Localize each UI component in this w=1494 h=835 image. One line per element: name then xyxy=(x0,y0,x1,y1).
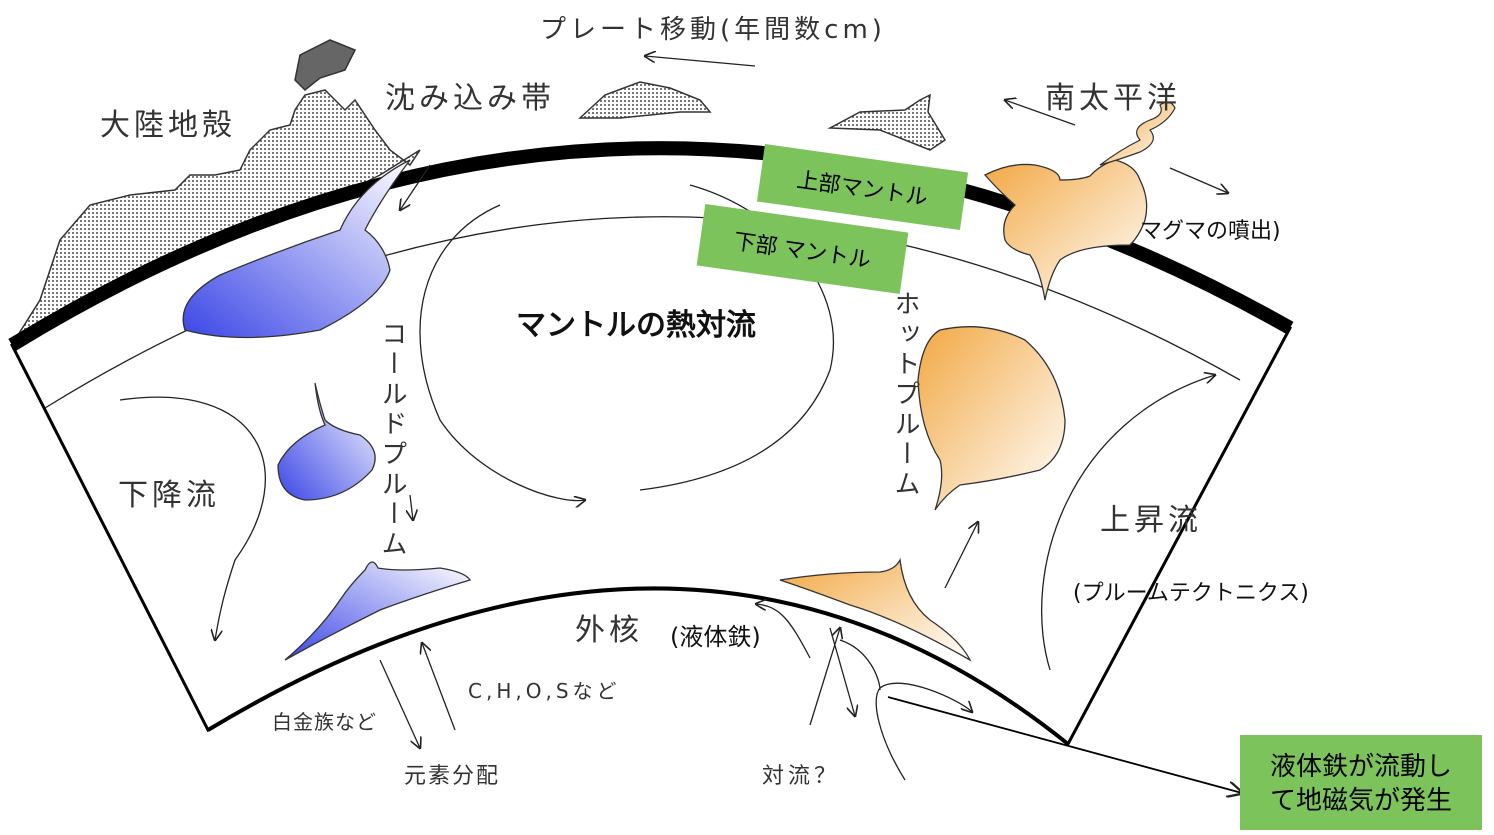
subduction-zone-label: 沈み込み帯 xyxy=(385,81,555,116)
plume-tectonics-label: (プルームテクトニクス) xyxy=(1073,581,1309,606)
geomagnetism-pointer xyxy=(887,696,1242,793)
continental-crust xyxy=(16,39,947,337)
platinum-group-label: 白金族など xyxy=(272,710,377,734)
south-pacific-label: 南太平洋 xyxy=(1045,81,1181,116)
plate-motion-label: プレート移動(年間数cm) xyxy=(540,15,886,45)
upflow-label: 上昇流 xyxy=(1100,503,1202,538)
diagram-title: マントルの熱対流 xyxy=(516,308,756,343)
magma-eruption-label: マグマの噴出) xyxy=(1140,219,1281,244)
convection-question-label: 対流？ xyxy=(762,764,840,789)
flow-arrows xyxy=(119,56,1228,781)
continental-crust-label: 大陸地殻 xyxy=(100,108,236,143)
element-distribution-label: 元素分配 xyxy=(404,764,500,789)
hot-plume-label: ホットプルーム xyxy=(890,290,920,500)
elements-label: C,H,O,Sなど xyxy=(468,679,621,703)
geomagnetism-text-line1: 液体鉄が流動し xyxy=(1269,750,1452,781)
outer-core-label: 外核 xyxy=(575,613,643,648)
liquid-iron-label: (液体鉄) xyxy=(670,623,761,651)
upper-mantle-text: 上部マントル xyxy=(795,166,930,211)
lower-mantle-text: 下部 マントル xyxy=(732,228,873,273)
cold-plumes xyxy=(182,159,472,661)
geomagnetism-text-line2: て地磁気が発生 xyxy=(1269,784,1452,815)
geomagnetism-box: 液体鉄が流動し て地磁気が発生 xyxy=(1240,735,1482,830)
hot-plumes xyxy=(779,101,1176,662)
downflow-label: 下降流 xyxy=(118,478,220,513)
cold-plume-label: コールドプルーム xyxy=(377,320,407,560)
